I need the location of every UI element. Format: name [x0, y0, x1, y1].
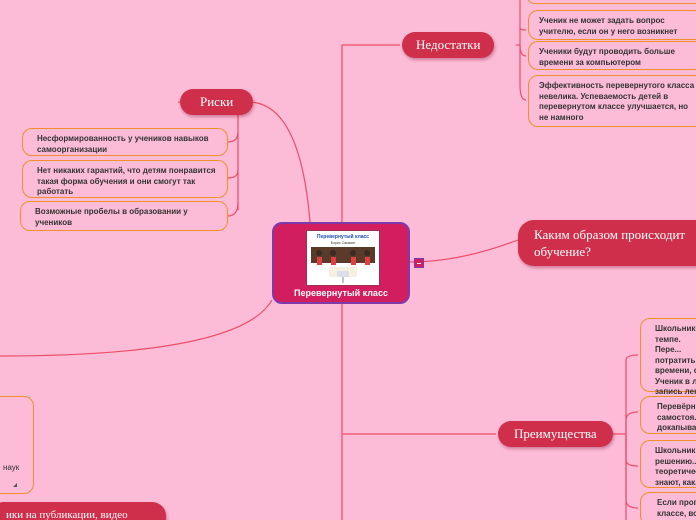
- disadvantage-leaf-3[interactable]: Эффективность перевернутого класса невел…: [528, 75, 696, 127]
- advantage-leaf-3[interactable]: Школьник... решению... теоретичес... зна…: [640, 440, 696, 488]
- image-subtitle: Борис Сакасин: [330, 241, 356, 245]
- risk-leaf-2[interactable]: Нет никаких гарантий, что детям понравит…: [22, 160, 228, 198]
- risk-leaf-1[interactable]: Несформированность у учеников навыков са…: [22, 128, 228, 156]
- advantage-leaf-4[interactable]: Если прог... классе, вс...: [640, 492, 696, 520]
- branch-how-learning-happens[interactable]: Каким образом происходит обучение?: [518, 220, 696, 266]
- collapse-toggle[interactable]: [414, 258, 424, 268]
- branch-bottom-partial[interactable]: ики на публикации, видео: [0, 502, 166, 520]
- central-topic-label: Перевернутый класс: [294, 288, 388, 298]
- branch-risks[interactable]: Риски: [180, 89, 254, 115]
- image-title: Перевернутый класс: [316, 234, 370, 240]
- advantage-leaf-2[interactable]: Перевёрн... самостоя... докапыва...: [640, 396, 696, 434]
- left-partial-text: наук: [3, 463, 20, 472]
- left-partial-node[interactable]: наук: [0, 396, 34, 494]
- central-topic-image: Перевернутый класс Борис Сакасин: [306, 230, 380, 286]
- risk-leaf-3[interactable]: Возможные пробелы в образовании у ученик…: [20, 201, 228, 231]
- branch-disadvantages[interactable]: Недостатки: [402, 32, 495, 58]
- branch-advantages[interactable]: Преимущества: [498, 421, 613, 447]
- central-topic[interactable]: Перевернутый класс Борис Сакасин: [272, 222, 410, 304]
- expand-corner-icon: [13, 483, 17, 487]
- minus-icon: [417, 263, 421, 264]
- disadvantage-leaf-2[interactable]: Ученики будут проводить больше времени з…: [528, 41, 696, 70]
- disadvantage-leaf-partial[interactable]: [526, 0, 696, 4]
- disadvantage-leaf-1[interactable]: Ученик не может задать вопрос учителю, е…: [528, 10, 696, 40]
- advantage-leaf-1[interactable]: Школьники... темпе. Пере... потратить...…: [640, 318, 696, 407]
- bottom-partial-label: ики на публикации, видео: [6, 509, 128, 520]
- classroom-illustration-icon: [311, 247, 375, 283]
